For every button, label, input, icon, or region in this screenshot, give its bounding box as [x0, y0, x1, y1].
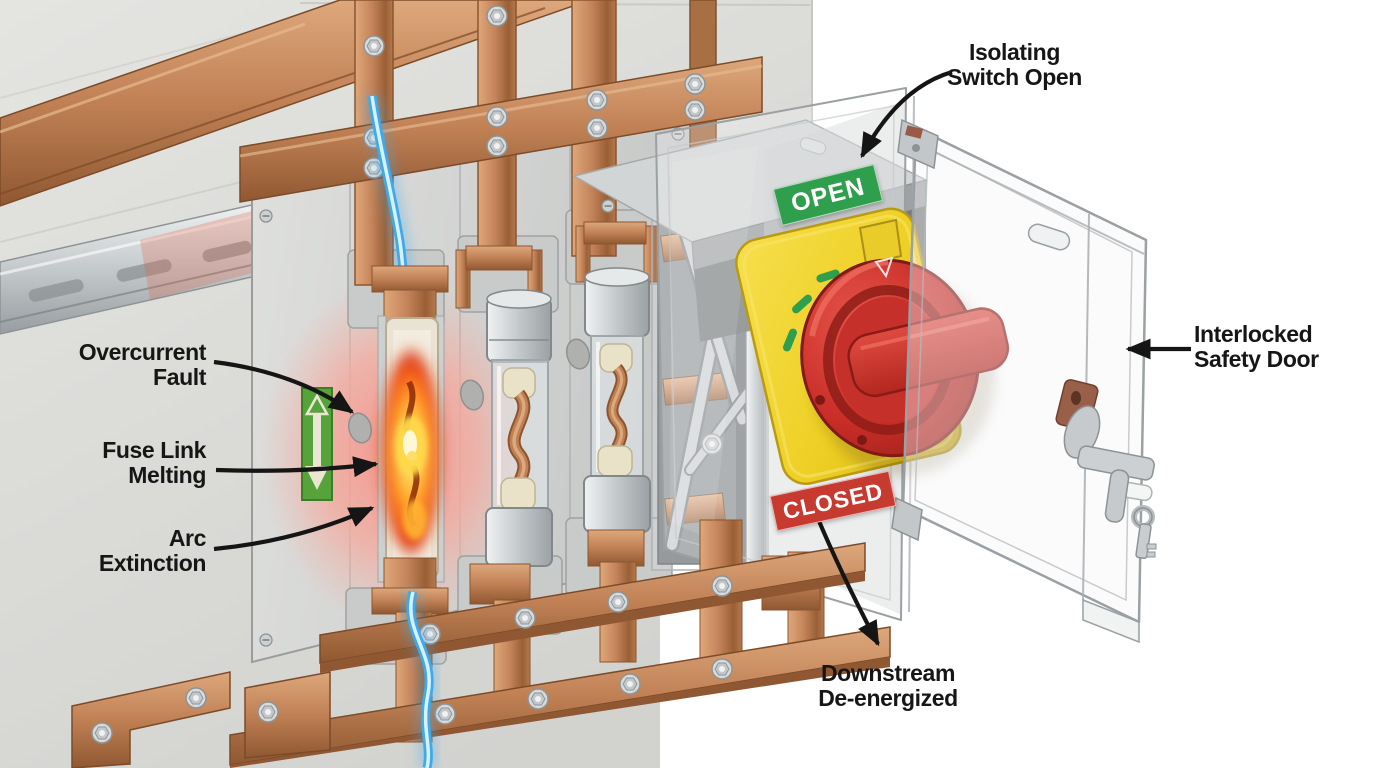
arrow-downstream [814, 513, 880, 647]
interlock-key-icon [1131, 505, 1157, 560]
callout-arrows [213, 69, 1191, 647]
callout-overcurrent-fault: Overcurrent Fault [78, 339, 207, 390]
switch-position-marks-icon [783, 269, 840, 352]
knob-pointer-tab [858, 218, 903, 266]
voltage-arrow-sticker-icon [301, 387, 333, 501]
callout-arc-extinction: Arc Extinction [98, 525, 207, 576]
arrow-overcurrent-fault [213, 359, 355, 414]
fuse-cartridge-faulted [363, 94, 449, 615]
callout-fuse-link-melting: Fuse Link Melting [102, 437, 206, 488]
door-hinge-bottom [891, 496, 923, 542]
copper-busbar-diagonal [0, 0, 591, 207]
copper-busbars-top [239, 0, 763, 286]
callout-isolating-switch-open: Isolating Switch Open [947, 39, 1082, 90]
interlock-latch [1055, 379, 1155, 523]
safety-door [891, 118, 1157, 644]
arrow-isolating-switch [860, 69, 953, 159]
arc-conductor-bottom [401, 589, 439, 768]
arrow-arc-extinction [213, 506, 375, 552]
callout-interlocked-safety-door: Interlocked Safety Door [1194, 321, 1319, 372]
arrow-fuse-link-melting [215, 456, 379, 478]
isolating-switch [735, 207, 1010, 486]
fuse-cartridge-3 [575, 221, 659, 663]
copper-busbars-bottom [71, 519, 891, 768]
callout-downstream-deenergized: Downstream De-energized [818, 660, 958, 711]
